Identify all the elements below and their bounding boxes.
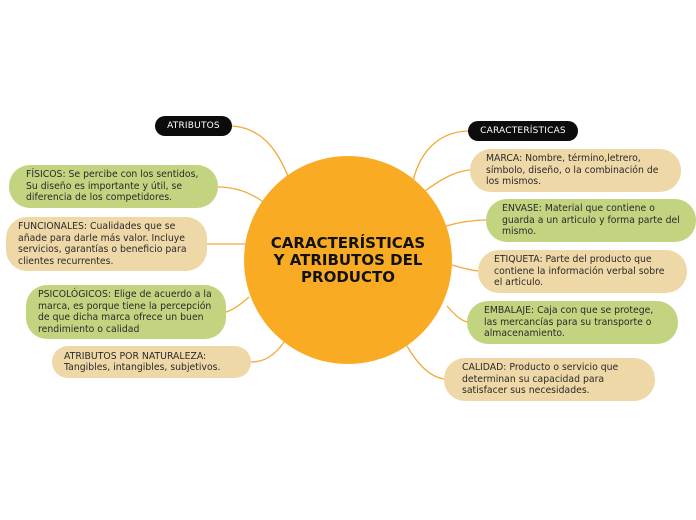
node-embalaje[interactable]: EMBALAJE: Caja con que se protege, las m…	[467, 301, 678, 344]
connector-etiqueta	[451, 264, 479, 272]
node-naturaleza-text: ATRIBUTOS POR NATURALEZA: Tangibles, int…	[64, 350, 221, 374]
node-psicologicos[interactable]: PSICOLÓGICOS: Elige de acuerdo a la marc…	[26, 285, 226, 339]
connector-marca	[424, 169, 471, 192]
node-psicologicos-text: PSICOLÓGICOS: Elige de acuerdo a la marc…	[38, 289, 212, 335]
central-topic-title: CARACTERÍSTICAS Y ATRIBUTOS DEL PRODUCTO	[270, 233, 426, 286]
node-funcionales-text: FUNCIONALES: Cualidades que se añade par…	[18, 221, 187, 267]
connector-caracteristicas-header	[412, 130, 469, 182]
node-fisicos[interactable]: FÍSICOS: Se percibe con los sentidos, Su…	[9, 165, 218, 208]
atributos-header-label: ATRIBUTOS	[167, 121, 220, 131]
connector-naturaleza	[250, 340, 286, 363]
caracteristicas-header-label: CARACTERÍSTICAS	[480, 126, 566, 136]
node-naturaleza[interactable]: ATRIBUTOS POR NATURALEZA: Tangibles, int…	[52, 346, 251, 378]
connector-embalaje	[446, 305, 468, 323]
node-marca-text: MARCA: Nombre, término,letrero, símbolo,…	[486, 153, 659, 188]
connector-fisicos	[217, 186, 266, 204]
caracteristicas-header[interactable]: CARACTERÍSTICAS	[468, 121, 578, 141]
connector-calidad	[406, 345, 445, 380]
connector-psicologicos	[225, 296, 250, 313]
node-marca[interactable]: MARCA: Nombre, término,letrero, símbolo,…	[470, 149, 681, 192]
node-calidad[interactable]: CALIDAD: Producto o servicio que determi…	[444, 358, 655, 401]
node-etiqueta-text: ETIQUETA: Parte del producto que contien…	[494, 254, 665, 289]
node-embalaje-text: EMBALAJE: Caja con que se protege, las m…	[484, 305, 654, 340]
connector-atributos-header	[231, 125, 291, 182]
node-funcionales[interactable]: FUNCIONALES: Cualidades que se añade par…	[6, 217, 207, 271]
node-calidad-text: CALIDAD: Producto o servicio que determi…	[462, 362, 619, 397]
node-envase-text: ENVASE: Material que contiene o guarda a…	[502, 203, 680, 238]
node-etiqueta[interactable]: ETIQUETA: Parte del producto que contien…	[478, 250, 687, 293]
node-envase[interactable]: ENVASE: Material que contiene o guarda a…	[486, 199, 696, 242]
connector-envase	[445, 219, 487, 227]
central-topic[interactable]: CARACTERÍSTICAS Y ATRIBUTOS DEL PRODUCTO	[244, 156, 452, 364]
atributos-header[interactable]: ATRIBUTOS	[155, 116, 232, 136]
node-fisicos-text: FÍSICOS: Se percibe con los sentidos, Su…	[26, 169, 199, 204]
